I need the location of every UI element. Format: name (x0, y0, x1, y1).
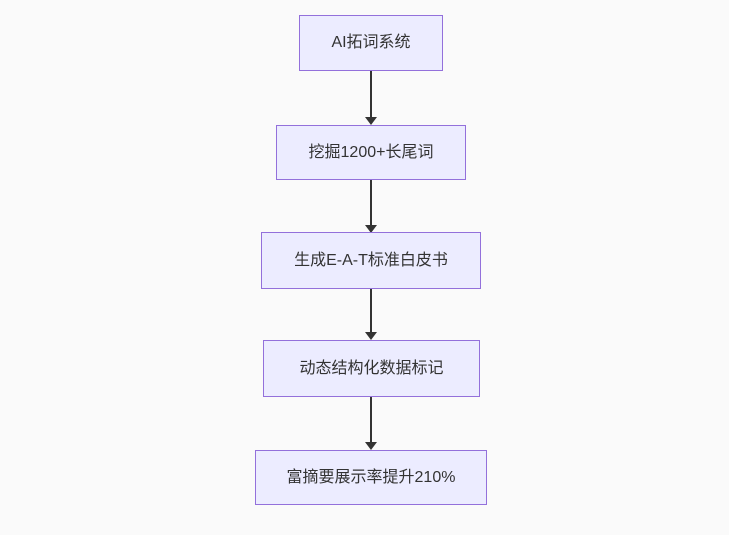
arrow-line (370, 71, 372, 117)
arrowhead-down-icon (365, 332, 377, 340)
flow-node-eat-whitepaper: 生成E-A-T标准白皮书 (261, 232, 481, 289)
arrowhead-down-icon (365, 117, 377, 125)
flow-node-structured-data-markup: 动态结构化数据标记 (263, 340, 480, 397)
flow-arrow-4 (365, 397, 377, 450)
flow-node-ai-keyword-system: AI拓词系统 (299, 15, 443, 71)
flow-arrow-3 (365, 289, 377, 340)
flow-node-longtail-mining: 挖掘1200+长尾词 (276, 125, 466, 180)
arrowhead-down-icon (365, 225, 377, 233)
arrowhead-down-icon (365, 442, 377, 450)
flow-arrow-1 (365, 71, 377, 125)
arrow-line (370, 289, 372, 332)
flow-node-rich-snippet-result: 富摘要展示率提升210% (255, 450, 487, 505)
arrow-line (370, 397, 372, 442)
arrow-line (370, 180, 372, 225)
flow-arrow-2 (365, 180, 377, 233)
